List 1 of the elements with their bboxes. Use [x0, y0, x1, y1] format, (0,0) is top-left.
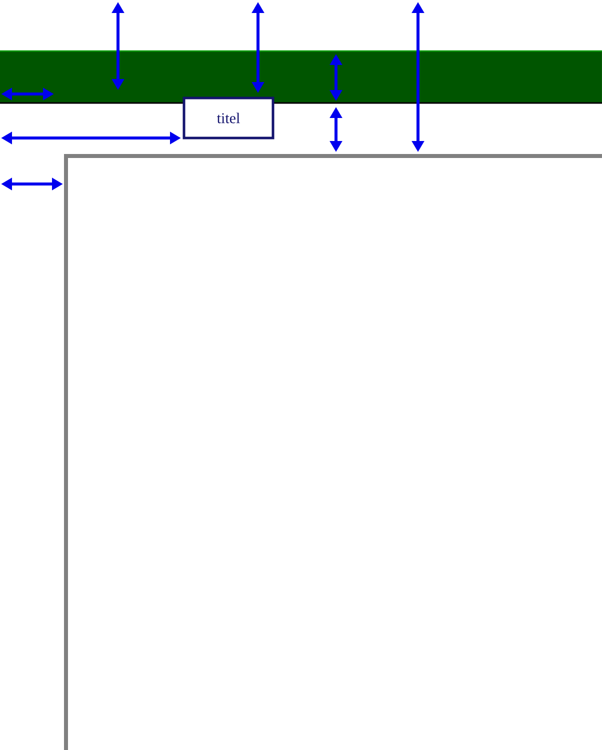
title-box: titel — [182, 96, 274, 140]
